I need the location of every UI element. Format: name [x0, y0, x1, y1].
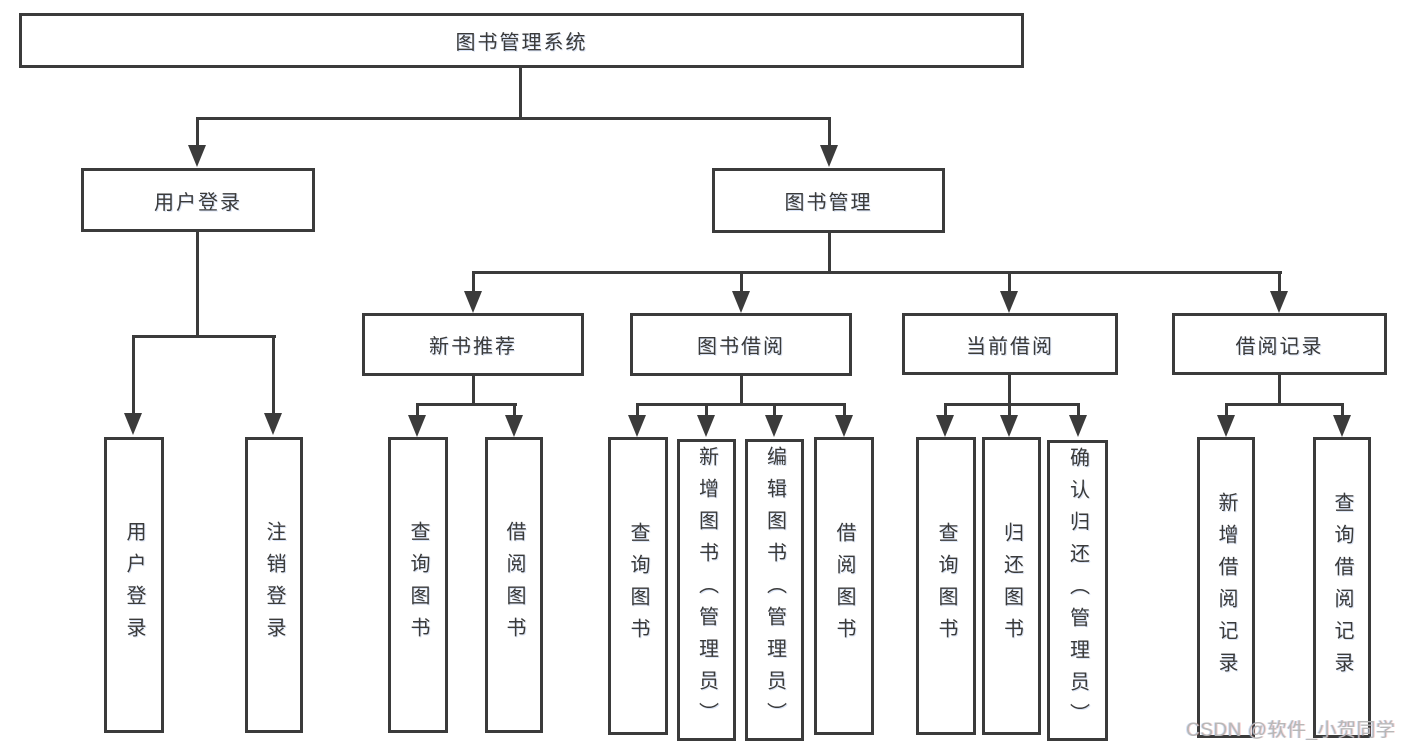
node-label: 查询图书 [627, 522, 649, 650]
arrowhead-down-icon [1000, 415, 1018, 437]
arrowhead-down-icon [1270, 291, 1288, 313]
connector-vline [132, 335, 135, 415]
connector-vline [196, 117, 199, 147]
arrowhead-down-icon [464, 291, 482, 313]
node-label: 借阅图书 [833, 522, 855, 650]
connector-vline [740, 271, 743, 293]
connector-vline [828, 231, 831, 273]
connector-hline [472, 271, 1282, 274]
connector-vline [1341, 403, 1344, 417]
node-label: 查询借阅记录 [1331, 491, 1353, 684]
connector-vline [1225, 403, 1228, 417]
leaf-add-borrow-record: 新增借阅记录 [1197, 437, 1255, 738]
connector-vline [196, 230, 199, 337]
connector-vline [472, 271, 475, 293]
leaf-query-book-borrow: 查询图书 [608, 437, 668, 735]
node-label: 借阅记录 [1235, 335, 1324, 358]
connector-hline [636, 403, 846, 406]
node-book-management: 图书管理 [712, 168, 945, 233]
arrowhead-down-icon [936, 415, 954, 437]
connector-vline [472, 374, 475, 405]
arrowhead-down-icon [188, 145, 206, 167]
node-book-borrow: 图书借阅 [630, 313, 852, 376]
node-label: 新增借阅记录 [1215, 491, 1237, 684]
node-label: 用户登录 [123, 521, 145, 649]
connector-hline [1225, 403, 1344, 406]
connector-vline [1278, 374, 1281, 405]
leaf-borrow-book-recommend: 借阅图书 [485, 437, 543, 733]
connector-vline [1008, 374, 1011, 405]
node-label: 确认归还（管理员） [1066, 446, 1089, 735]
arrowhead-down-icon [264, 413, 282, 435]
leaf-add-book-admin: 新增图书（管理员） [677, 439, 736, 741]
arrowhead-down-icon [765, 415, 783, 437]
node-label: 图书管理 [784, 192, 873, 214]
node-current-borrow: 当前借阅 [902, 313, 1118, 375]
arrowhead-down-icon [628, 415, 646, 437]
node-label: 编辑图书（管理员） [763, 446, 786, 734]
leaf-confirm-return-admin: 确认归还（管理员） [1047, 440, 1108, 741]
connector-vline [416, 403, 419, 417]
connector-vline [705, 403, 708, 417]
node-user-login: 用户登录 [81, 168, 315, 232]
arrowhead-down-icon [820, 145, 838, 167]
leaf-edit-book-admin: 编辑图书（管理员） [745, 439, 804, 741]
connector-hline [944, 403, 1080, 406]
connector-vline [944, 403, 947, 417]
node-label: 新书推荐 [429, 336, 517, 358]
connector-hline [416, 403, 517, 406]
connector-vline [1008, 403, 1011, 417]
connector-hline [196, 117, 831, 120]
connector-vline [828, 117, 831, 147]
node-root-library-system: 图书管理系统 [19, 13, 1024, 68]
node-label: 查询图书 [407, 521, 429, 649]
connector-vline [1077, 403, 1080, 417]
leaf-borrow-book: 借阅图书 [814, 437, 874, 735]
connector-vline [519, 67, 522, 119]
connector-vline [272, 335, 275, 415]
node-label: 借阅图书 [503, 521, 525, 649]
node-new-book-recommend: 新书推荐 [362, 313, 584, 376]
connector-vline [1008, 271, 1011, 293]
arrowhead-down-icon [732, 291, 750, 313]
node-label: 图书借阅 [697, 336, 785, 358]
leaf-logout: 注销登录 [245, 437, 303, 733]
node-label: 查询图书 [935, 522, 957, 650]
node-label: 新增图书（管理员） [695, 446, 718, 734]
node-label: 用户登录 [154, 191, 242, 214]
connector-vline [740, 374, 743, 405]
connector-hline [132, 335, 276, 338]
node-label: 归还图书 [1000, 522, 1023, 650]
arrowhead-down-icon [1333, 415, 1351, 437]
connector-vline [773, 403, 776, 417]
leaf-return-book: 归还图书 [982, 437, 1041, 735]
csdn-watermark: CSDN @软件_小贺同学 [1186, 720, 1396, 741]
leaf-query-borrow-record: 查询借阅记录 [1313, 437, 1371, 738]
connector-vline [636, 403, 639, 417]
node-label: 注销登录 [263, 521, 285, 649]
leaf-query-book-recommend: 查询图书 [388, 437, 448, 733]
arrowhead-down-icon [408, 415, 426, 437]
leaf-query-book-current: 查询图书 [916, 437, 976, 735]
arrowhead-down-icon [697, 415, 715, 437]
node-borrow-records: 借阅记录 [1172, 313, 1387, 375]
arrowhead-down-icon [835, 415, 853, 437]
node-label: 图书管理系统 [455, 32, 588, 54]
arrowhead-down-icon [1000, 291, 1018, 313]
connector-vline [843, 403, 846, 417]
connector-vline [1278, 271, 1281, 293]
node-label: 当前借阅 [966, 335, 1054, 358]
arrowhead-down-icon [505, 415, 523, 437]
arrowhead-down-icon [124, 413, 142, 435]
leaf-user-login: 用户登录 [104, 437, 164, 733]
connector-vline [513, 403, 516, 417]
arrowhead-down-icon [1069, 415, 1087, 437]
arrowhead-down-icon [1217, 415, 1235, 437]
